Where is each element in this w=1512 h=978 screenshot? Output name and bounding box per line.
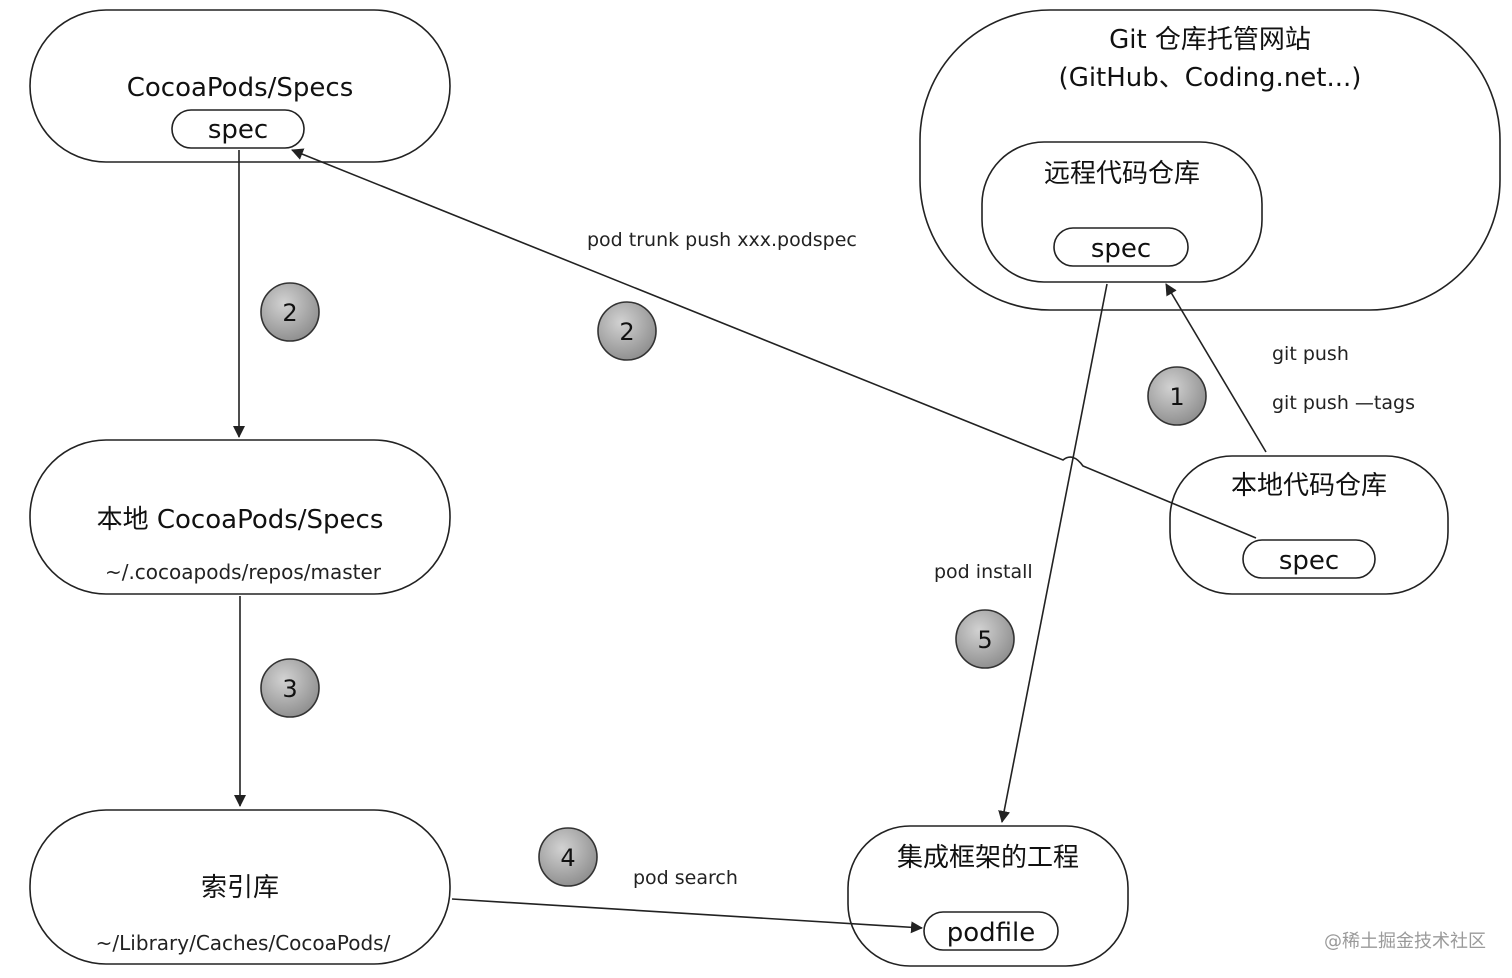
spec-pill-shape (171, 109, 305, 149)
podfile-pill-label: podfile (947, 918, 1036, 948)
node-project: 集成框架的工程 podfile (847, 825, 1129, 967)
node-git-hosting-subtitle: (GitHub、Coding.net...) (1059, 63, 1362, 93)
label-pod-install: pod install (934, 561, 1033, 583)
node-index-title: 索引库 (201, 873, 279, 903)
label-pod-trunk-push: pod trunk push xxx.podspec (587, 229, 857, 251)
step-badge-5: 5 (955, 609, 1015, 669)
step-badge-number: 3 (282, 675, 297, 703)
step-badge-2-trunk: 2 (597, 301, 657, 361)
edge-git-push (1165, 283, 1267, 453)
step-badge-2-left: 2 (260, 282, 320, 342)
step-badge-number: 2 (282, 299, 297, 327)
spec-pill-label: spec (208, 115, 268, 145)
node-cocoapods-specs: CocoaPods/Specs spec (29, 9, 451, 163)
edge-pod-install (998, 283, 1108, 823)
node-project-title: 集成框架的工程 (897, 843, 1079, 873)
step-badge-1: 1 (1147, 366, 1207, 426)
node-remote-repo: 远程代码仓库 spec (981, 141, 1263, 283)
edge-pod-search (451, 898, 923, 934)
node-local-repo-title: 本地代码仓库 (1231, 471, 1387, 501)
spec-pill-label: spec (1279, 546, 1339, 576)
node-index-path: ~/Library/Caches/CocoaPods/ (96, 931, 391, 955)
step-badge-circle (260, 658, 320, 718)
spec-pill-shape (1242, 539, 1376, 579)
step-badge-circle (538, 827, 598, 887)
step-badge-circle (955, 609, 1015, 669)
node-git-hosting-title: Git 仓库托管网站 (1109, 25, 1311, 55)
step-badge-3: 3 (260, 658, 320, 718)
node-cocoapods-specs-shape (29, 9, 451, 163)
step-badge-circle (597, 301, 657, 361)
node-index-shape (29, 809, 451, 965)
label-git-push: git push (1272, 343, 1349, 365)
podfile-pill-shape (923, 911, 1059, 951)
step-badge-circle (1147, 366, 1207, 426)
watermark: @稀土掘金技术社区 (1324, 931, 1486, 952)
step-badge-number: 5 (977, 626, 992, 654)
spec-pill-label: spec (1091, 234, 1151, 264)
step-badge-number: 1 (1169, 383, 1184, 411)
step-badge-number: 4 (560, 844, 575, 872)
node-local-repo-shape (1169, 455, 1449, 595)
node-local-specs-shape (29, 439, 451, 595)
node-local-repo: 本地代码仓库 spec (1169, 455, 1449, 595)
node-cocoapods-specs-title: CocoaPods/Specs (127, 73, 354, 103)
node-remote-repo-title: 远程代码仓库 (1044, 159, 1200, 189)
step-badge-number: 2 (619, 318, 634, 346)
node-local-specs-title: 本地 CocoaPods/Specs (97, 505, 384, 535)
label-pod-search: pod search (633, 867, 738, 889)
node-index: 索引库 ~/Library/Caches/CocoaPods/ (29, 809, 451, 965)
node-local-specs-path: ~/.cocoapods/repos/master (105, 560, 382, 584)
spec-pill-shape (1053, 227, 1189, 267)
step-badge-4: 4 (538, 827, 598, 887)
label-git-push-tags: git push —tags (1272, 392, 1415, 414)
node-local-specs: 本地 CocoaPods/Specs ~/.cocoapods/repos/ma… (29, 439, 451, 595)
node-remote-repo-shape (981, 141, 1263, 283)
step-badge-circle (260, 282, 320, 342)
